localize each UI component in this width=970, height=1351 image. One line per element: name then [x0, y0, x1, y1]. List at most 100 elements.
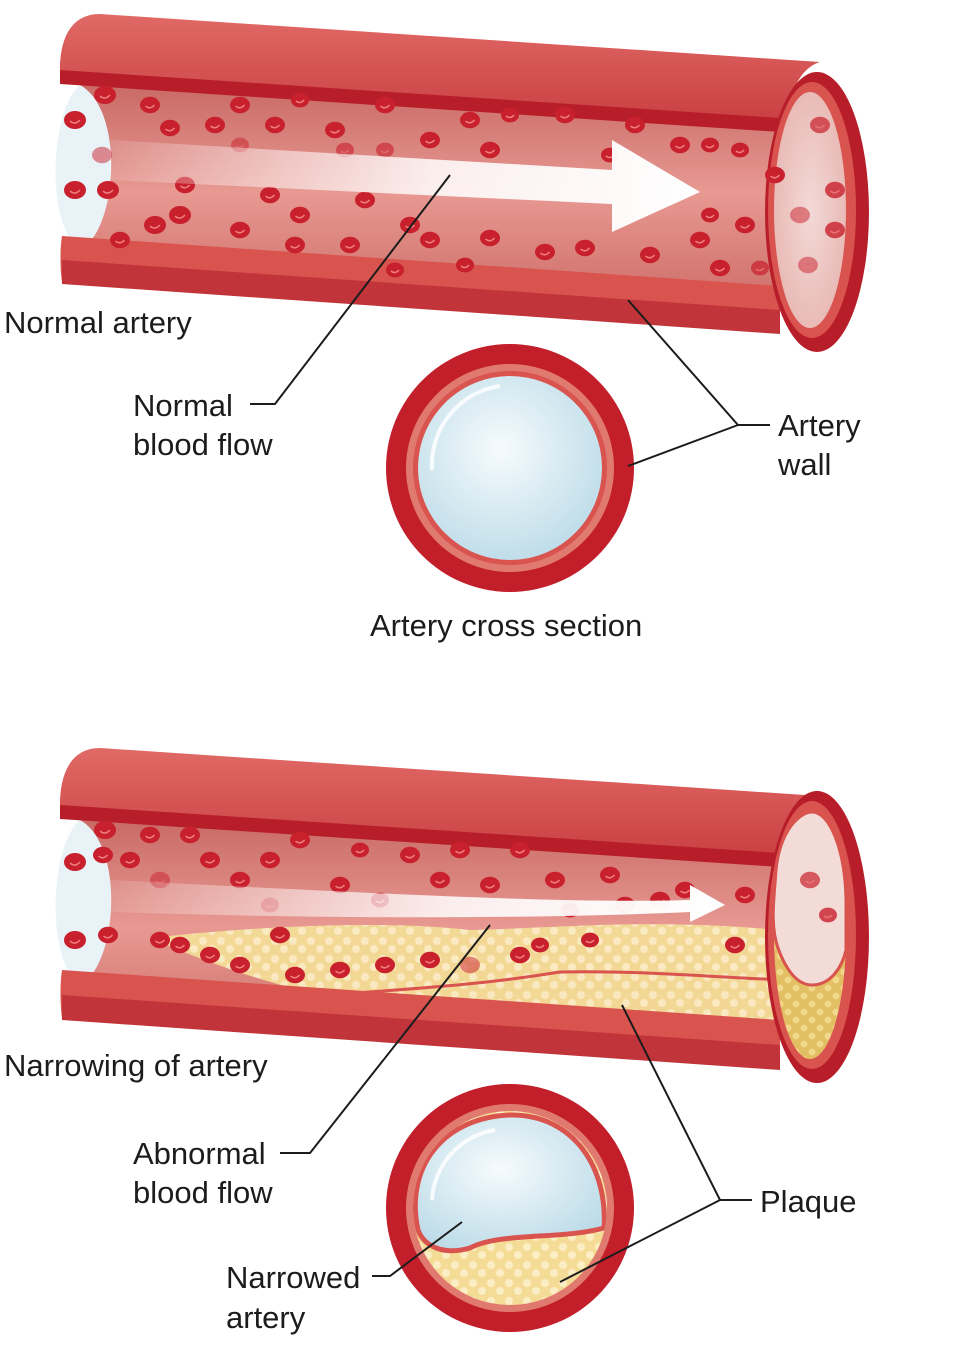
blood-cell	[725, 936, 745, 954]
blood-cell-highlight	[295, 839, 306, 844]
blood-cell	[64, 110, 86, 130]
blood-cell	[710, 259, 730, 277]
blood-cell-highlight	[740, 224, 751, 229]
blood-cell-highlight	[145, 834, 156, 839]
normal-artery-title: Normal artery	[4, 305, 192, 340]
blood-cell	[291, 92, 309, 108]
blood-cell-highlight	[69, 189, 81, 194]
blood-cell	[690, 231, 710, 249]
blood-cell-highlight	[823, 914, 833, 919]
blood-cell-highlight	[485, 884, 496, 889]
blood-cell	[230, 96, 250, 114]
blood-cell	[64, 930, 86, 950]
blood-cell	[510, 946, 530, 964]
blood-cell	[625, 116, 645, 134]
blood-cell	[150, 931, 170, 949]
top-leader-lines	[250, 174, 770, 467]
blood-cell	[735, 886, 755, 904]
blood-cell	[375, 956, 395, 974]
narrowed-cross-section	[386, 1084, 634, 1332]
blood-cell	[731, 142, 749, 158]
blood-cell-highlight	[99, 829, 111, 834]
blood-cell-highlight	[425, 139, 436, 144]
blood-cell	[798, 256, 818, 274]
blood-cell-highlight	[265, 859, 276, 864]
blood-cell-highlight	[605, 874, 616, 879]
blood-cell	[751, 260, 769, 276]
blood-cell	[420, 951, 440, 969]
blood-cell	[460, 956, 480, 974]
blood-cell-highlight	[99, 94, 111, 99]
blood-cell-highlight	[115, 239, 126, 244]
cross-section-label: Artery cross section	[370, 608, 642, 643]
blood-cell	[420, 131, 440, 149]
blood-cell	[230, 221, 250, 239]
blood-cell-highlight	[330, 129, 341, 134]
blood-cell	[355, 191, 375, 209]
blood-cell-highlight	[185, 834, 196, 839]
blood-cell	[701, 137, 719, 153]
blood-cell	[810, 116, 830, 134]
blood-cell	[340, 236, 360, 254]
blood-cell-highlight	[295, 214, 306, 219]
blood-cell	[480, 876, 500, 894]
blood-cell	[555, 106, 575, 124]
blood-cell-highlight	[340, 149, 350, 154]
blood-cell-highlight	[465, 964, 476, 969]
blood-cell-highlight	[830, 229, 841, 234]
blood-cell	[800, 871, 820, 889]
blood-cell-highlight	[165, 127, 176, 132]
blood-cell-highlight	[680, 889, 691, 894]
blood-cell	[140, 826, 160, 844]
blood-cell	[270, 926, 290, 944]
blood-cell	[180, 826, 200, 844]
blood-cell-highlight	[560, 114, 571, 119]
blood-cell-highlight	[355, 849, 365, 854]
blood-cell	[456, 257, 474, 273]
blood-cell	[285, 236, 305, 254]
blood-cell-highlight	[425, 959, 436, 964]
blood-cell-highlight	[149, 224, 161, 229]
blood-cell	[510, 841, 530, 859]
blood-cell-highlight	[275, 934, 286, 939]
blood-cell-highlight	[235, 229, 246, 234]
blood-cell	[535, 243, 555, 261]
blood-cell	[325, 121, 345, 139]
blood-cell	[265, 116, 285, 134]
artery-wall-label-line1: Artery	[778, 408, 861, 443]
blood-cell	[420, 231, 440, 249]
blood-cell-highlight	[174, 214, 186, 219]
blood-cell	[825, 181, 845, 199]
blood-cell-highlight	[335, 969, 346, 974]
blood-cell-highlight	[645, 254, 656, 259]
blood-cell	[64, 180, 86, 200]
blood-cell-highlight	[830, 189, 841, 194]
blood-cell-highlight	[345, 244, 356, 249]
blood-cell	[819, 907, 837, 923]
blood-cell-highlight	[735, 149, 745, 154]
blood-cell	[701, 207, 719, 223]
normal-artery-tube	[55, 14, 869, 352]
narrowed-artery-label-line1: Narrowed	[226, 1260, 360, 1295]
blood-cell-highlight	[380, 149, 390, 154]
blood-cell-highlight	[69, 861, 81, 866]
blood-cell	[285, 966, 305, 984]
blood-cell-highlight	[580, 247, 591, 252]
blood-cell-highlight	[235, 144, 245, 149]
blood-cell	[144, 215, 166, 235]
blood-cell-highlight	[803, 264, 814, 269]
blood-cell-highlight	[290, 974, 301, 979]
normal-cross-section	[386, 344, 634, 592]
blood-cell-highlight	[69, 119, 81, 124]
blood-cell-highlight	[515, 849, 526, 854]
blood-cell	[400, 846, 420, 864]
blood-cell-highlight	[405, 854, 416, 859]
blood-cell-highlight	[425, 239, 436, 244]
blood-cell-highlight	[270, 124, 281, 129]
blood-cell	[120, 851, 140, 869]
blood-cell	[386, 262, 404, 278]
blood-cell-highlight	[235, 104, 246, 109]
blood-cell	[430, 871, 450, 889]
blood-cell	[230, 956, 250, 974]
blood-cell	[735, 216, 755, 234]
